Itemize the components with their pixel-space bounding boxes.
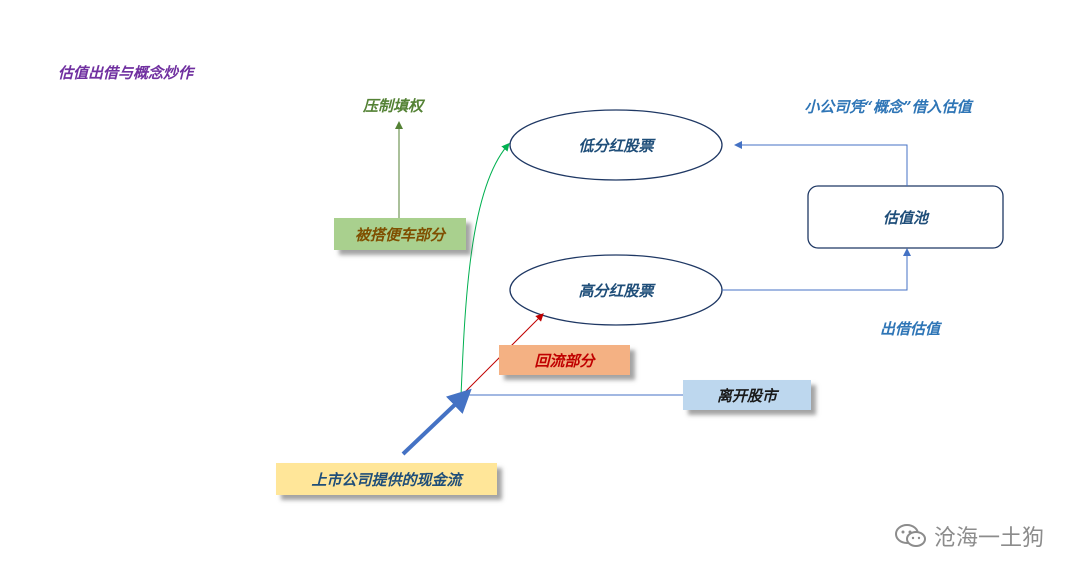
small-company-label: 小公司凭“概念”借入估值 (804, 98, 972, 116)
pool-to-low-connector (734, 141, 908, 186)
valuation-pool-node: 估值池 (882, 209, 928, 227)
suppress-label: 压制填权 (363, 97, 424, 115)
wechat-icon (894, 524, 926, 547)
watermark: 沧海一土狗 (894, 520, 1044, 552)
cash-flow-box: 上市公司提供的现金流 (276, 463, 497, 495)
leave-market-box: 离开股市 (683, 380, 811, 410)
high-dividend-node: 高分红股票 (578, 282, 654, 300)
free-rider-box: 被搭便车部分 (334, 218, 466, 250)
low-dividend-ellipse (509, 109, 723, 181)
cash-flow-arrow (401, 388, 472, 456)
backflow-box: 回流部分 (499, 345, 630, 375)
diagram-title: 估值出借与概念炒作 (58, 64, 194, 82)
low-dividend-node: 低分红股票 (578, 137, 654, 155)
watermark-text: 沧海一土狗 (933, 526, 1044, 551)
arrow-to-low-dividend (460, 142, 510, 397)
high-to-pool-connector (722, 248, 911, 291)
lend-valuation-label: 出借估值 (880, 320, 941, 338)
